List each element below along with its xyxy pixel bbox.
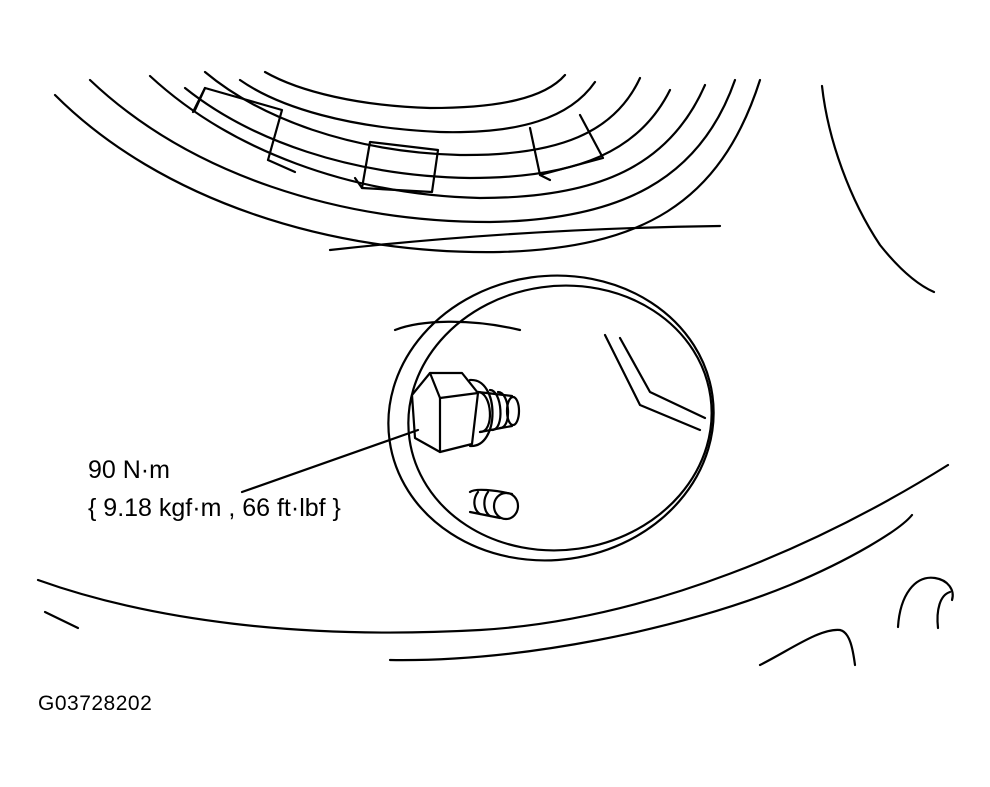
lower-stud bbox=[468, 488, 520, 521]
housing-detail-lower-right bbox=[758, 628, 857, 667]
housing-curve-lower bbox=[36, 463, 950, 634]
housing-detail-hook bbox=[896, 576, 954, 629]
torque-value-alternate-units: { 9.18 kgf·m , 66 ft·lbf } bbox=[88, 494, 341, 522]
callout-leader-line bbox=[240, 428, 420, 494]
access-hole bbox=[387, 274, 715, 562]
panel-line bbox=[328, 224, 722, 252]
nut-and-stud bbox=[410, 371, 521, 454]
hub-lugs bbox=[191, 86, 605, 194]
housing-curve-bottom bbox=[388, 513, 914, 662]
torque-value-metric: 90 N·m bbox=[88, 456, 170, 484]
figure-code: G03728202 bbox=[38, 692, 153, 715]
housing-curve-left bbox=[43, 610, 80, 630]
housing-edge-right bbox=[820, 84, 936, 294]
housing-detail-hook-inner bbox=[936, 590, 952, 630]
hub-arcs bbox=[53, 70, 762, 254]
